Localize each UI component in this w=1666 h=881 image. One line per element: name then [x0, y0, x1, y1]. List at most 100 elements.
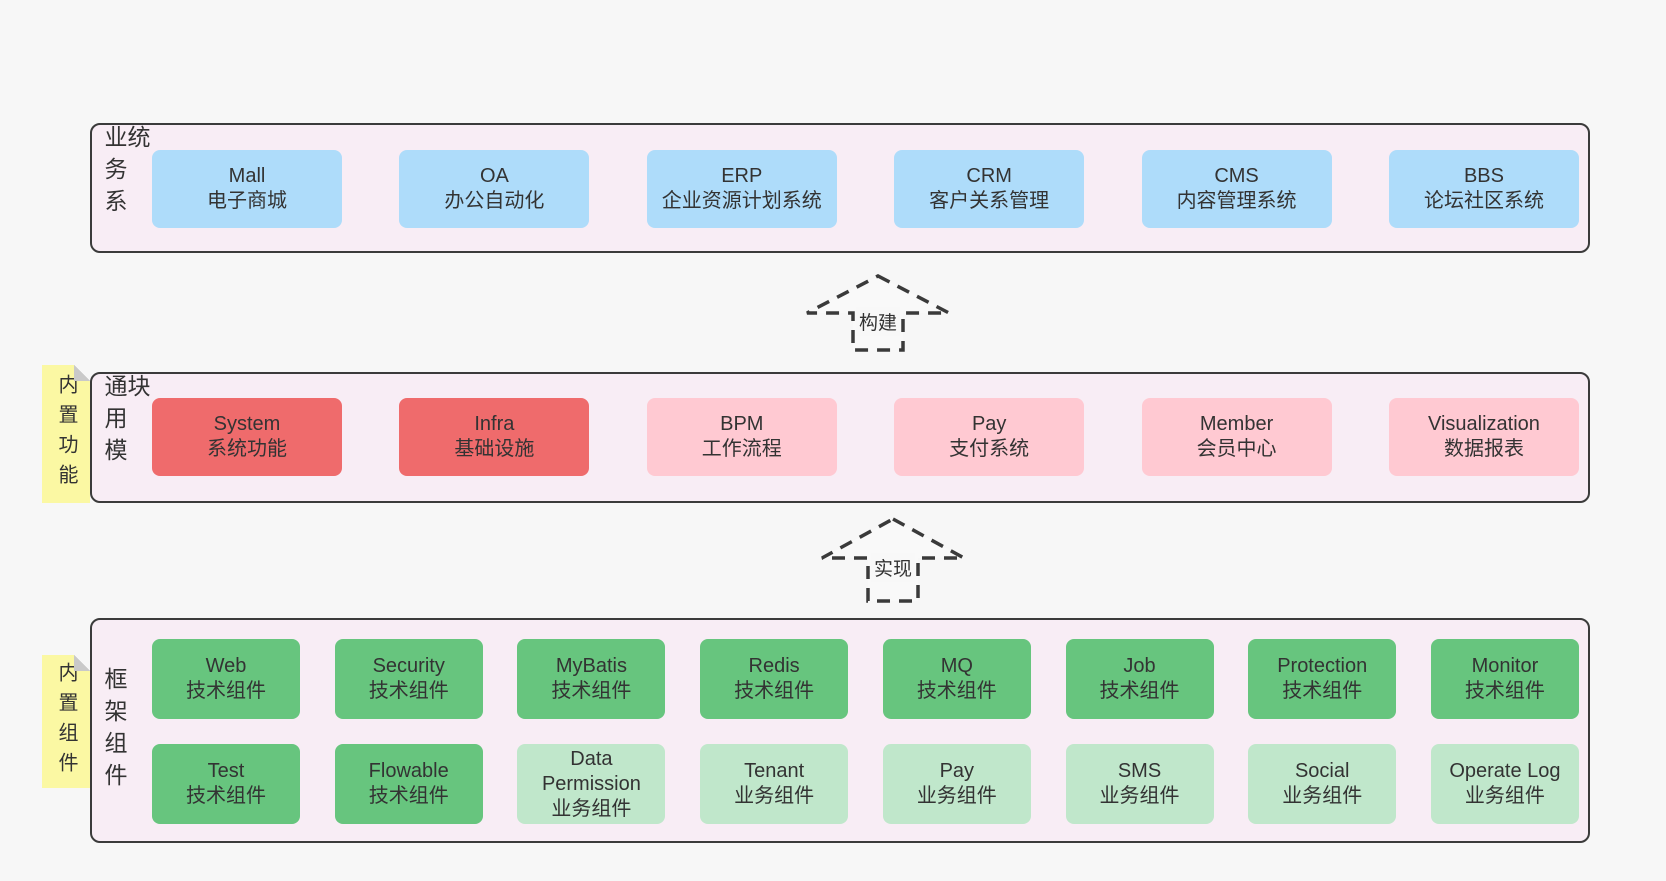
node-subtitle: 业务组件 — [916, 785, 997, 807]
folded-corner-icon — [74, 655, 90, 671]
node-oa: OA 办公自动化 — [399, 150, 590, 228]
section-label-common: 通用模块 — [101, 374, 150, 470]
node-subtitle: 办公自动化 — [444, 190, 545, 212]
node-visualization: Visualization 数据报表 — [1388, 398, 1579, 476]
node-title: Member — [1199, 413, 1274, 435]
node-subtitle: 技术组件 — [916, 680, 997, 702]
node-title: MQ — [940, 655, 973, 677]
section-common-modules: 通用模块 System 系统功能 Infra 基础设施 BPM 工作流程 Pay… — [90, 372, 1590, 503]
node-crm: CRM 客户关系管理 — [894, 150, 1085, 228]
sticky-note-built-in-components: 内置组件 — [42, 655, 90, 788]
node-subtitle: 业务组件 — [1464, 785, 1545, 807]
node-subtitle: 业务组件 — [551, 797, 632, 820]
node-subtitle: 支付系统 — [949, 438, 1030, 460]
node-monitor: Monitor 技术组件 — [1430, 639, 1579, 719]
node-title: BPM — [720, 413, 764, 435]
node-title: CMS — [1214, 165, 1259, 187]
node-title: OA — [479, 165, 509, 187]
node-subtitle: 技术组件 — [1099, 680, 1180, 702]
node-subtitle: 业务组件 — [1282, 785, 1363, 807]
node-web: Web 技术组件 — [152, 639, 300, 719]
node-subtitle: 业务组件 — [1099, 785, 1180, 807]
node-mall: Mall 电子商城 — [152, 150, 342, 228]
node-title: Flowable — [368, 760, 449, 782]
node-title: Infra — [474, 413, 515, 435]
node-subtitle: 技术组件 — [186, 785, 266, 807]
node-title: Redis — [748, 655, 800, 677]
node-bbs: BBS 论坛社区系统 — [1388, 150, 1579, 228]
node-sms: SMS 业务组件 — [1065, 744, 1214, 824]
node-subtitle: 企业资源计划系统 — [661, 190, 822, 212]
section-label-framework: 框架组件 — [101, 666, 127, 795]
node-security: Security 技术组件 — [334, 639, 483, 719]
node-subtitle: 客户关系管理 — [929, 190, 1050, 212]
node-subtitle: 技术组件 — [368, 785, 449, 807]
node-subtitle: 电子商城 — [207, 190, 287, 212]
node-bpm: BPM 工作流程 — [646, 398, 837, 476]
node-title: CRM — [966, 165, 1012, 187]
node-title: Mall — [228, 165, 266, 187]
section-label-business: 业务系统 — [101, 125, 150, 221]
folded-corner-icon — [74, 365, 90, 381]
implement-arrow-label: 实现 — [870, 552, 916, 582]
node-test: Test 技术组件 — [152, 744, 300, 824]
node-subtitle: 技术组件 — [734, 680, 815, 702]
common-row: System 系统功能 Infra 基础设施 BPM 工作流程 Pay 支付系统… — [152, 398, 1579, 476]
node-title: Pay — [939, 760, 975, 782]
node-title: BBS — [1463, 165, 1504, 187]
node-subtitle: 技术组件 — [186, 680, 266, 702]
node-subtitle: 会员中心 — [1196, 438, 1277, 460]
build-arrow-label: 构建 — [855, 306, 901, 336]
node-mybatis: MyBatis 技术组件 — [517, 639, 666, 719]
node-pay-component: Pay 业务组件 — [882, 744, 1031, 824]
node-title: Protection — [1277, 655, 1368, 677]
node-title: Operate Log — [1449, 760, 1561, 782]
node-subtitle: 基础设施 — [454, 438, 535, 460]
node-infra: Infra 基础设施 — [399, 398, 590, 476]
node-subtitle: 内容管理系统 — [1176, 190, 1297, 212]
node-tenant: Tenant 业务组件 — [700, 744, 849, 824]
node-pay: Pay 支付系统 — [894, 398, 1085, 476]
implement-arrow: 实现 — [818, 516, 968, 604]
section-framework-components: 框架组件 Web 技术组件 Security 技术组件 MyBatis 技术组件… — [90, 618, 1590, 843]
node-subtitle: 技术组件 — [368, 680, 449, 702]
node-subtitle: 业务组件 — [734, 785, 815, 807]
node-title: ERP — [721, 165, 763, 187]
node-protection: Protection 技术组件 — [1248, 639, 1397, 719]
node-subtitle: 论坛社区系统 — [1423, 190, 1544, 212]
node-title: Visualization — [1427, 413, 1540, 435]
node-social: Social 业务组件 — [1248, 744, 1397, 824]
node-title: Pay — [971, 413, 1007, 435]
business-row: Mall 电子商城 OA 办公自动化 ERP 企业资源计划系统 CRM 客户关系… — [152, 150, 1579, 228]
node-data-permission: Data Permission 业务组件 — [517, 744, 666, 824]
node-system: System 系统功能 — [152, 398, 342, 476]
node-title: SMS — [1117, 760, 1162, 782]
node-cms: CMS 内容管理系统 — [1141, 150, 1332, 228]
sticky-note-built-in-features: 内置功能 — [42, 365, 90, 503]
node-subtitle: 系统功能 — [207, 438, 287, 460]
node-title: Tenant — [744, 760, 805, 782]
node-title: MyBatis — [555, 655, 627, 677]
node-title: Monitor — [1471, 655, 1539, 677]
node-member: Member 会员中心 — [1141, 398, 1332, 476]
node-redis: Redis 技术组件 — [700, 639, 849, 719]
section-business-systems: 业务系统 Mall 电子商城 OA 办公自动化 ERP 企业资源计划系统 CRM… — [90, 123, 1590, 253]
node-subtitle: 技术组件 — [551, 680, 632, 702]
node-title: System — [213, 413, 281, 435]
node-title: Data Permission — [541, 747, 641, 795]
node-title: Web — [205, 655, 247, 677]
node-subtitle: 技术组件 — [1282, 680, 1363, 702]
node-mq: MQ 技术组件 — [882, 639, 1031, 719]
node-title: Security — [372, 655, 445, 677]
node-subtitle: 工作流程 — [701, 438, 782, 460]
node-title: Social — [1294, 760, 1350, 782]
build-arrow: 构建 — [803, 273, 953, 353]
framework-row-2: Test 技术组件 Flowable 技术组件 Data Permission … — [152, 744, 1579, 824]
node-job: Job 技术组件 — [1065, 639, 1214, 719]
node-subtitle: 技术组件 — [1464, 680, 1545, 702]
node-title: Job — [1123, 655, 1156, 677]
node-subtitle: 数据报表 — [1443, 438, 1524, 460]
node-erp: ERP 企业资源计划系统 — [646, 150, 837, 228]
node-flowable: Flowable 技术组件 — [334, 744, 483, 824]
framework-row-1: Web 技术组件 Security 技术组件 MyBatis 技术组件 Redi… — [152, 639, 1579, 719]
